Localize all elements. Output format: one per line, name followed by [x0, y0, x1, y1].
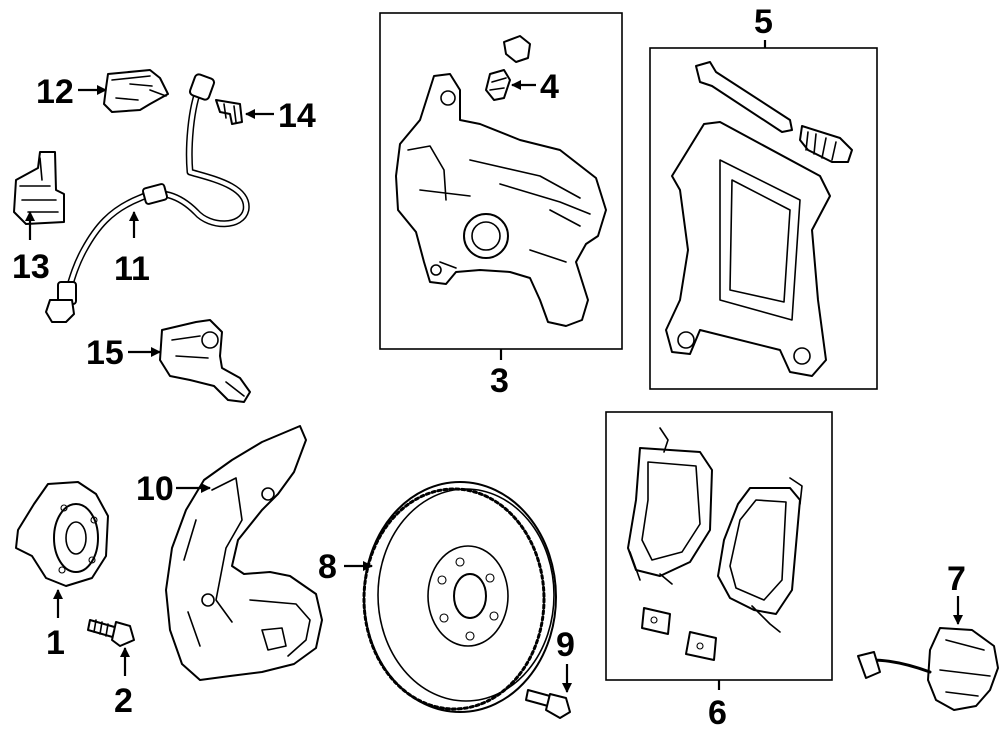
callout-label-7: 7 [947, 560, 966, 598]
callout-6: 6 [708, 680, 727, 732]
callout-label-5: 5 [754, 3, 773, 41]
callout-label-15: 15 [86, 334, 124, 372]
part-5-caliper-carrier[interactable] [665, 61, 853, 377]
callout-9: 9 [556, 626, 575, 693]
callout-5: 5 [754, 3, 773, 48]
callout-8: 8 [318, 548, 373, 586]
callout-12: 12 [36, 73, 107, 111]
callout-2: 2 [114, 647, 133, 720]
callout-label-1: 1 [46, 624, 65, 662]
callout-14: 14 [245, 97, 316, 135]
part-13-bracket[interactable] [13, 151, 65, 225]
part-8-brake-rotor[interactable] [362, 481, 557, 713]
part-11-brake-hose[interactable] [45, 73, 250, 323]
part-10-splash-shield[interactable] [165, 425, 323, 681]
callout-11: 11 [114, 211, 150, 288]
part-3-brake-caliper[interactable] [395, 73, 607, 327]
callout-label-14: 14 [278, 97, 316, 135]
callout-1: 1 [46, 589, 65, 662]
part-14-clip[interactable] [215, 99, 243, 125]
callout-label-8: 8 [318, 548, 337, 586]
part-2-hub-bolt[interactable] [87, 619, 135, 647]
part-7-wear-sensor[interactable] [857, 627, 999, 711]
part-4-bleeder-screw[interactable] [485, 35, 531, 101]
carrier-group-box [649, 47, 878, 390]
callout-label-4: 4 [540, 68, 559, 106]
callout-label-12: 12 [36, 73, 74, 111]
callout-label-3: 3 [490, 362, 509, 400]
part-1-wheel-hub[interactable] [15, 481, 109, 587]
part-6-brake-pads[interactable] [627, 427, 803, 661]
callout-label-11: 11 [114, 250, 150, 288]
callout-label-6: 6 [708, 694, 727, 732]
callout-3: 3 [490, 349, 509, 400]
callout-label-13: 13 [12, 248, 50, 286]
callout-label-2: 2 [114, 682, 133, 720]
callout-label-9: 9 [556, 626, 575, 664]
part-15-wheel-speed-sensor[interactable] [159, 319, 251, 403]
callout-13: 13 [12, 211, 50, 286]
part-9-rotor-screw[interactable] [525, 689, 571, 719]
part-12-bracket[interactable] [103, 69, 169, 113]
callout-15: 15 [86, 334, 161, 372]
callout-label-10: 10 [136, 470, 174, 508]
callout-10: 10 [136, 470, 211, 508]
callout-7: 7 [947, 560, 966, 625]
callout-4: 4 [511, 68, 559, 106]
